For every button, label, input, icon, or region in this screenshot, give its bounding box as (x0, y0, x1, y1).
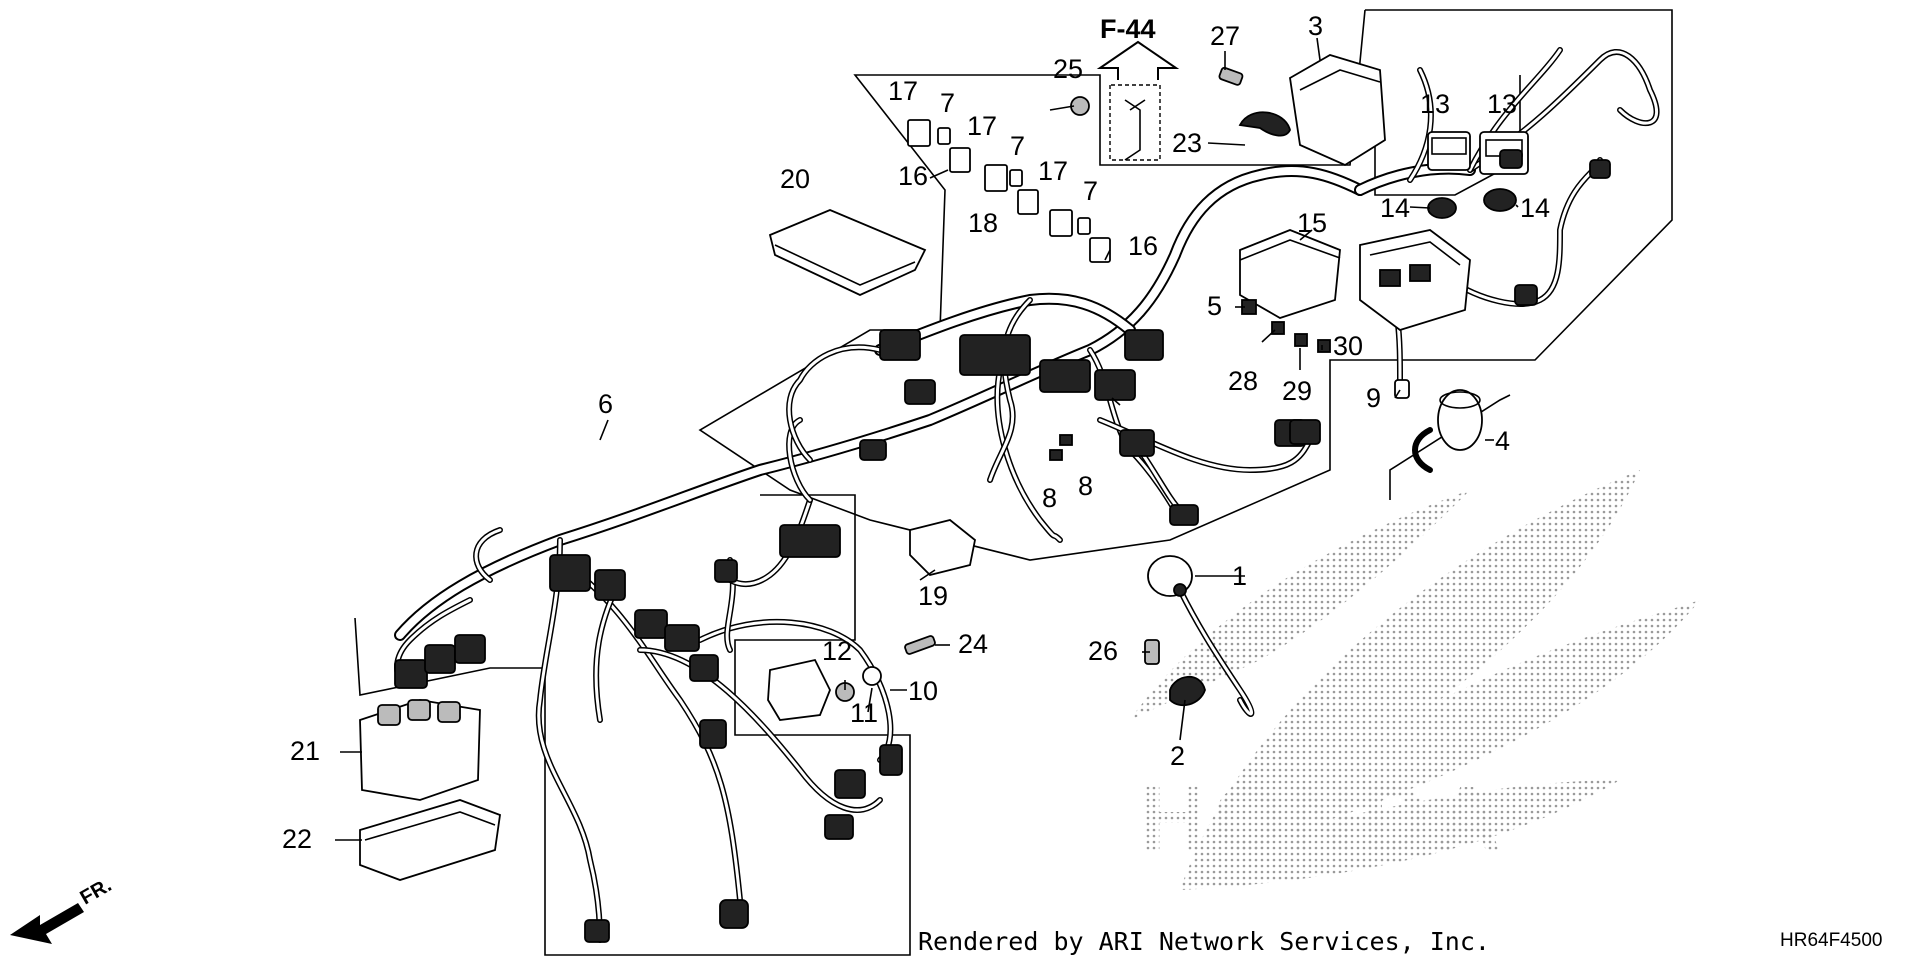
bracket-f44[interactable] (1124, 99, 1146, 161)
callout-29[interactable]: 29 (1282, 376, 1312, 406)
callout-11[interactable]: 11 (850, 698, 878, 728)
relay-box-right[interactable] (1359, 229, 1471, 331)
callout-14b[interactable]: 14 (1520, 193, 1550, 223)
harness-connectors (394, 149, 1611, 943)
switch-13-left[interactable] (1427, 131, 1471, 171)
horn-unit[interactable] (1412, 389, 1483, 473)
direction-label: FR. (77, 874, 116, 909)
clip-8-right[interactable] (1059, 434, 1073, 446)
diode-7-mid[interactable] (1009, 169, 1023, 187)
callout-6[interactable]: 6 (598, 389, 613, 419)
callout-27[interactable]: 27 (1210, 21, 1240, 51)
bolt-27[interactable] (1218, 66, 1244, 86)
callout-7a[interactable]: 7 (940, 88, 955, 118)
callout-17b[interactable]: 17 (967, 111, 997, 141)
relay-18[interactable] (1017, 189, 1039, 215)
diode-7-top[interactable] (937, 127, 951, 145)
callout-23[interactable]: 23 (1172, 128, 1202, 158)
callout-15[interactable]: 15 (1297, 208, 1327, 238)
callout-8b[interactable]: 8 (1078, 471, 1093, 501)
callout-4[interactable]: 4 (1495, 426, 1510, 456)
callout-30[interactable]: 30 (1333, 331, 1363, 361)
ground-terminal-2[interactable] (1169, 675, 1206, 707)
reference-label-f44[interactable]: F-44 (1100, 14, 1156, 44)
honda-wing-watermark: HONDA (1130, 470, 1700, 890)
callout-22[interactable]: 22 (282, 824, 312, 854)
fuse-30[interactable] (1317, 339, 1331, 353)
callout-3[interactable]: 3 (1308, 11, 1323, 41)
screw-24[interactable] (904, 635, 936, 655)
callout-17c[interactable]: 17 (1038, 156, 1068, 186)
diagram-code: HR64F4500 (1780, 930, 1882, 951)
callout-20[interactable]: 20 (780, 164, 810, 194)
callout-2[interactable]: 2 (1170, 741, 1185, 771)
relay-17-mid[interactable] (984, 164, 1008, 192)
leader-lines (335, 37, 1519, 841)
cover-22[interactable] (359, 799, 501, 881)
callout-8a[interactable]: 8 (1042, 483, 1057, 513)
front-direction-arrow: FR. (10, 874, 115, 944)
relay-16-top[interactable] (949, 147, 971, 173)
fuse-box-cover[interactable] (768, 209, 927, 296)
callout-25[interactable]: 25 (1053, 54, 1083, 84)
callout-labels: F-44 1 2 3 4 5 6 7 7 7 8 8 9 10 11 12 13… (282, 11, 1550, 854)
callout-24[interactable]: 24 (958, 629, 988, 659)
relay-17-lower[interactable] (1049, 209, 1073, 237)
honda-watermark-text: HONDA (1140, 768, 1507, 870)
callout-7b[interactable]: 7 (1010, 131, 1025, 161)
callout-16a[interactable]: 16 (898, 161, 928, 191)
clip-8-left[interactable] (1049, 449, 1063, 461)
callout-28[interactable]: 28 (1228, 366, 1258, 396)
callout-26[interactable]: 26 (1088, 636, 1118, 666)
cap-14-right[interactable] (1483, 188, 1517, 212)
ecu-unit[interactable] (1289, 54, 1386, 167)
harness-band[interactable] (1238, 111, 1291, 137)
callout-12[interactable]: 12 (822, 636, 852, 666)
callout-14a[interactable]: 14 (1380, 193, 1410, 223)
relay-17-top[interactable] (907, 119, 931, 147)
callout-18[interactable]: 18 (968, 208, 998, 238)
fuse-28[interactable] (1271, 321, 1285, 335)
callout-7c[interactable]: 7 (1083, 176, 1098, 206)
callout-13b[interactable]: 13 (1487, 89, 1517, 119)
callout-10[interactable]: 10 (908, 676, 938, 706)
callout-19[interactable]: 19 (918, 581, 948, 611)
callout-13a[interactable]: 13 (1420, 89, 1450, 119)
connector-19[interactable] (909, 519, 976, 576)
callout-17a[interactable]: 17 (888, 76, 918, 106)
footer-credit: Rendered by ARI Network Services, Inc. (918, 927, 1490, 956)
sensor-1[interactable] (1147, 555, 1193, 597)
relay-16-lower[interactable] (1089, 237, 1111, 263)
diode-7-lower[interactable] (1077, 217, 1091, 235)
callout-16b[interactable]: 16 (1128, 231, 1158, 261)
control-unit-21[interactable] (359, 699, 481, 801)
switch-assembly-10[interactable] (767, 658, 882, 721)
f44-reference-arrow (1096, 40, 1180, 161)
callout-1[interactable]: 1 (1232, 561, 1247, 591)
callout-5[interactable]: 5 (1207, 291, 1222, 321)
callout-21[interactable]: 21 (290, 736, 320, 766)
fuse-29[interactable] (1294, 333, 1308, 347)
fuse-holder[interactable] (1239, 229, 1341, 319)
callout-9[interactable]: 9 (1366, 383, 1381, 413)
cap-14-left[interactable] (1427, 197, 1457, 219)
